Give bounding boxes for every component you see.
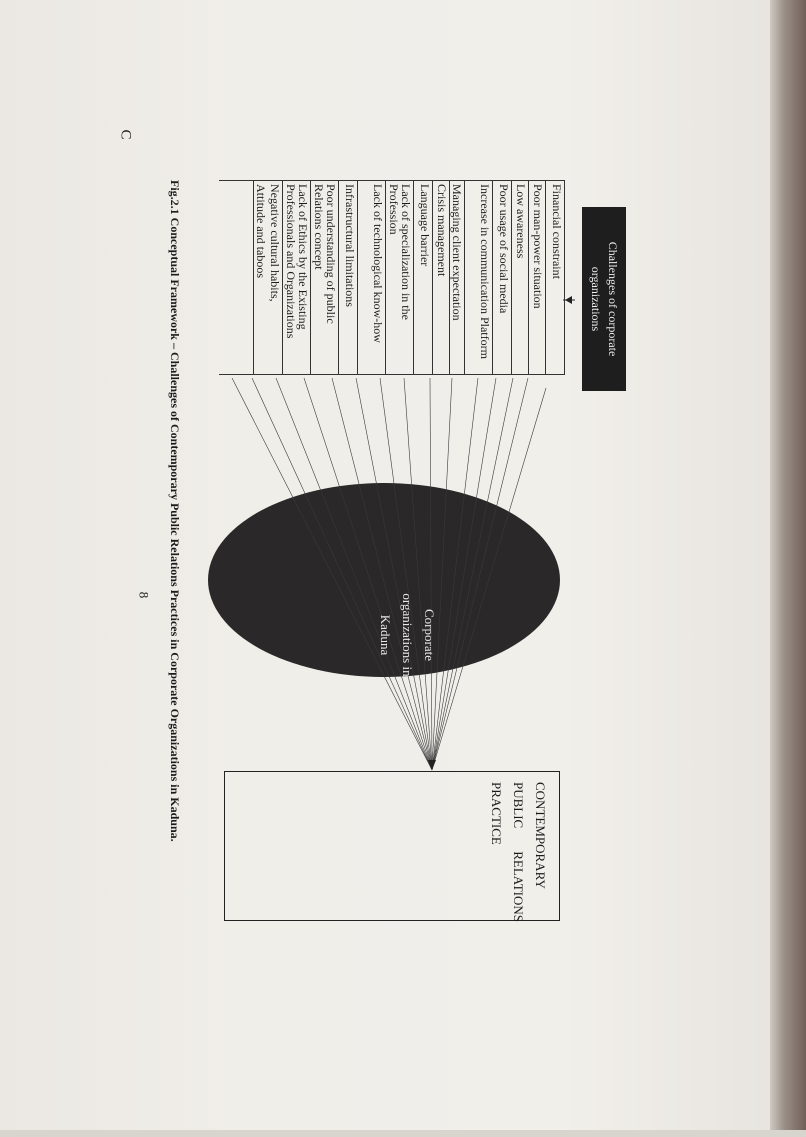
challenge-item: Attitude and taboos: [253, 181, 268, 374]
challenge-item: Language barrier: [413, 181, 432, 374]
challenge-item: Infrastructural limitations: [338, 181, 357, 374]
challenges-list: Financial constraint Poor man-power situ…: [219, 180, 565, 375]
challenge-item: Financial constraint: [545, 181, 564, 374]
challenge-item: Poor man-power situation: [528, 181, 545, 374]
ellipse-label: Corporate organizations in Kaduna: [350, 555, 440, 715]
result-word-relations: RELATIONS: [511, 851, 526, 922]
figure-caption: Fig.2.1 Conceptual Framework – Challenge…: [168, 180, 182, 842]
challenge-item: Lack of technological know-how: [357, 181, 385, 374]
challenge-item: Negative cultural habits,: [268, 184, 282, 302]
challenges-title: Challenges of corporate organizations: [589, 241, 620, 357]
challenge-item: Poor understanding of public Relations c…: [310, 181, 338, 374]
convergence-arrow-head: [428, 760, 436, 770]
ellipse-line-1: Corporate: [422, 609, 437, 661]
contemporary-pr-box: CONTEMPORARY PUBLIC RELATIONS PRACTICE: [224, 771, 560, 922]
result-line-2: PUBLIC RELATIONS: [507, 782, 529, 922]
challenge-item: Managing client expectation: [449, 181, 464, 374]
challenge-item: Low awareness: [511, 181, 528, 374]
result-line-1: CONTEMPORARY: [533, 782, 548, 889]
page-number: 8: [136, 591, 152, 599]
ellipse-line-2: organizations in: [400, 593, 415, 677]
challenge-item: Poor usage of social media: [492, 181, 511, 374]
title-arrow-head: [565, 296, 572, 304]
challenges-title-box: Challenges of corporate organizations: [582, 207, 626, 391]
fan-lines: [231, 377, 547, 771]
page-bottom-edge: [0, 1130, 806, 1137]
challenge-item: Crisis management: [432, 181, 449, 374]
challenge-item: Increase in communication Platform: [464, 181, 492, 374]
challenge-item: Lack of specialization in the Profession: [385, 181, 413, 374]
result-line-3: PRACTICE: [489, 782, 504, 845]
challenge-item: Lack of Ethics by the Existing Professio…: [282, 181, 310, 374]
organizations-ellipse: [208, 483, 560, 677]
page-edge-shadow: [770, 0, 806, 1137]
ellipse-line-3: Kaduna: [378, 614, 393, 656]
result-word-public: PUBLIC: [511, 782, 526, 829]
